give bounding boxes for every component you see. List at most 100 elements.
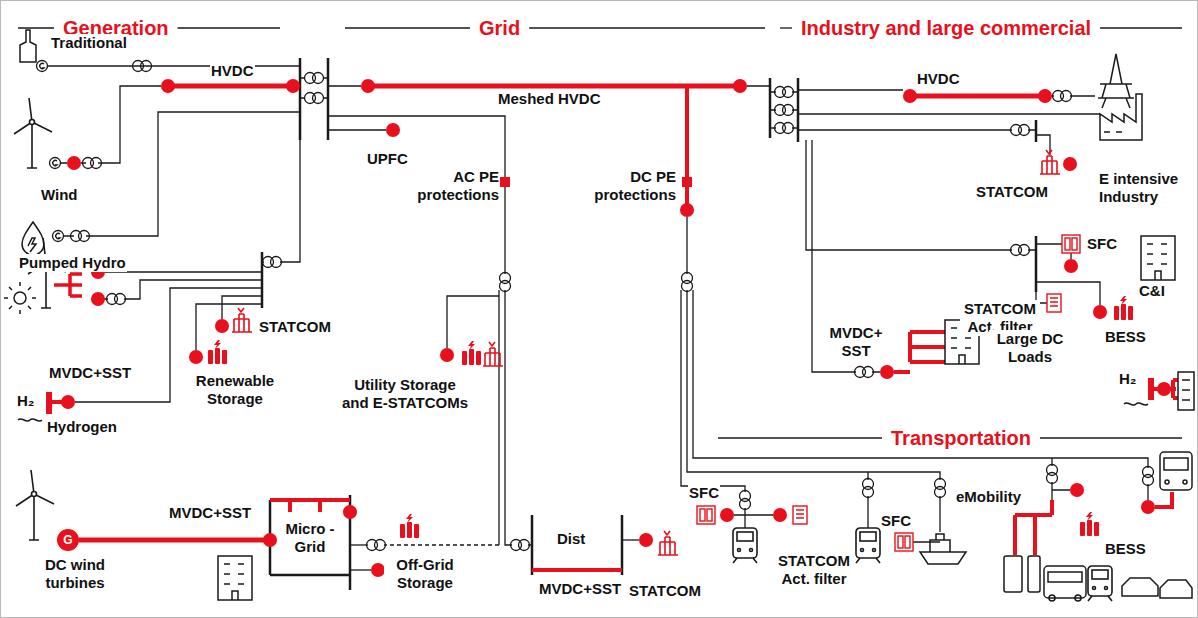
red-dot <box>343 505 357 519</box>
red-dot <box>161 79 175 93</box>
device-label: MVDC+ SST <box>825 324 887 360</box>
transformer <box>107 294 126 305</box>
transformer <box>1143 467 1154 486</box>
black-wire <box>47 65 300 66</box>
source-icon <box>14 292 26 304</box>
link-label: Meshed HVDC <box>497 90 602 108</box>
section-rule <box>178 27 280 28</box>
device-label: STATCOM Act. filter <box>774 552 854 588</box>
vehicle-icon <box>1122 578 1192 598</box>
chemical-label: H₂ <box>16 392 36 410</box>
red-dot <box>1141 500 1155 514</box>
red-dot <box>361 79 375 93</box>
filter-icon <box>1047 294 1061 312</box>
storage-icon <box>400 514 419 538</box>
transformer <box>863 479 874 498</box>
storage-icon <box>208 296 1133 538</box>
section-header: Transportation <box>890 426 1032 450</box>
link-label: HVDC <box>210 62 255 80</box>
grid-label: Micro -Grid <box>283 520 337 556</box>
red-dot <box>61 79 1171 577</box>
transformer <box>83 158 102 169</box>
black-wire <box>798 113 1100 114</box>
vehicle-icon <box>1028 556 1040 592</box>
mvdc-fork <box>54 283 62 287</box>
chemical-label: H₂ <box>1118 370 1138 388</box>
industry-icon <box>1100 94 1142 140</box>
red-dot <box>1063 157 1077 171</box>
vehicle-icon <box>1165 480 1169 484</box>
link-label: HVDC <box>916 70 961 88</box>
red-link <box>52 86 1178 570</box>
statcom-icon <box>483 342 503 366</box>
statcom-icon <box>232 150 1060 555</box>
black-wire <box>63 112 300 236</box>
source-icon <box>20 30 36 62</box>
red-link <box>532 568 622 572</box>
industry-icon <box>1098 54 1194 410</box>
section-rule <box>718 437 882 438</box>
storage-icon <box>1080 512 1099 536</box>
transformer <box>263 257 282 268</box>
hvdc-line <box>910 94 1045 99</box>
device-label: SFC <box>688 484 720 502</box>
statcom-icon <box>232 308 252 332</box>
section-rule <box>18 27 54 28</box>
sfc-icon <box>697 506 715 524</box>
black-wire <box>262 140 300 262</box>
black-wire <box>447 290 499 545</box>
hvdc-line <box>368 84 740 89</box>
transformer <box>775 105 794 116</box>
building-icon <box>218 236 1175 600</box>
vehicle-icon <box>1048 572 1082 582</box>
red-dot <box>91 292 105 306</box>
device-label: BESS <box>1104 328 1147 346</box>
black-wire <box>1052 482 1070 500</box>
transformer <box>1053 91 1072 102</box>
black-wire <box>806 140 1100 305</box>
industry-icon <box>1098 54 1134 108</box>
black-wire <box>622 539 639 540</box>
building-icon <box>218 556 252 600</box>
black-wire <box>505 290 532 545</box>
black-wire <box>1147 484 1148 500</box>
red-dot <box>720 508 734 522</box>
vehicle-icon <box>920 534 966 564</box>
red-dot <box>1064 259 1078 273</box>
section-rule <box>1100 27 1182 28</box>
transformer <box>682 273 693 292</box>
load-label: eMobility <box>955 488 1022 506</box>
vehicle-icon <box>733 452 1192 601</box>
filter-icon <box>793 506 807 524</box>
vehicle-icon <box>1160 452 1192 490</box>
protection-square <box>500 177 510 187</box>
wind-turbine <box>14 98 52 168</box>
black-wire <box>868 496 940 542</box>
red-dot <box>67 156 81 170</box>
device-label: STATCOM <box>975 183 1049 201</box>
section-rule <box>780 27 792 28</box>
vehicle-icon <box>733 528 757 563</box>
red-dot <box>263 533 277 547</box>
vehicle-icon <box>1044 566 1086 598</box>
red-dot <box>733 79 747 93</box>
device-label: STATCOM <box>628 582 702 600</box>
vehicle-icon <box>1164 458 1188 470</box>
red-dot <box>903 89 917 103</box>
device-label: SFC <box>880 512 912 530</box>
source-label: Traditional <box>50 34 128 52</box>
transformer <box>71 61 1154 551</box>
transformer <box>740 491 751 510</box>
transformer <box>775 123 794 134</box>
load-label: Large DC Loads <box>989 330 1071 366</box>
generator-letter: G <box>63 533 72 547</box>
dashed-link <box>384 544 499 545</box>
transformer <box>71 231 90 242</box>
black-wire <box>687 290 940 480</box>
transformer <box>305 93 324 104</box>
section-rule <box>529 27 765 28</box>
transformer <box>305 73 324 84</box>
